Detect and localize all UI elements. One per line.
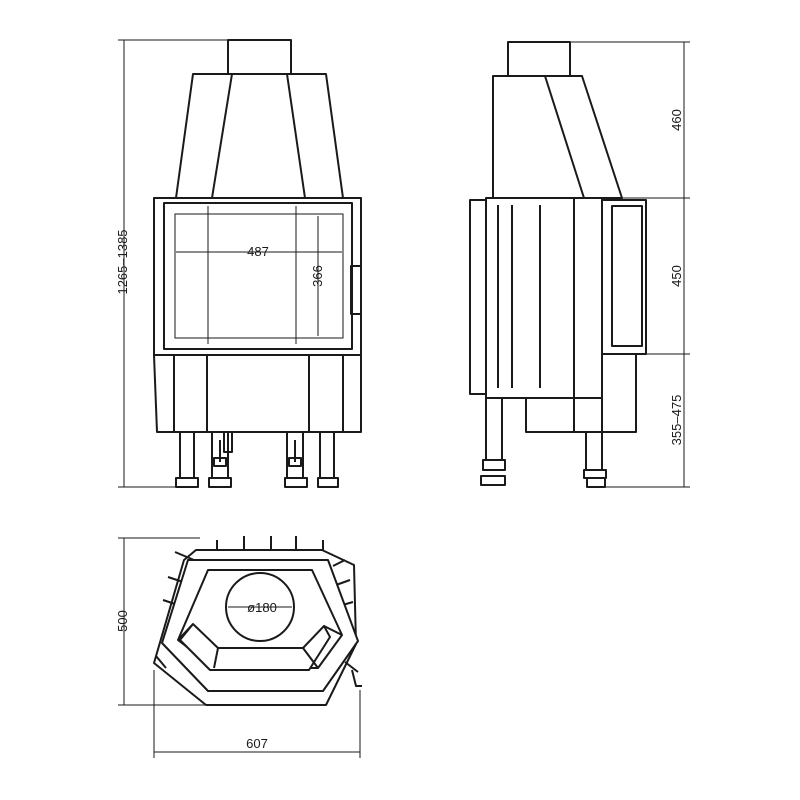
mounting-pins xyxy=(162,536,354,607)
front-view: 487 366 xyxy=(115,39,362,488)
total-height-dimension: 1265–1385 xyxy=(115,39,228,488)
depth-dimension: 500 xyxy=(115,537,206,706)
side-door xyxy=(601,199,647,355)
glass-width-label: 487 xyxy=(247,244,269,259)
base-height-label: 355–475 xyxy=(669,395,684,446)
side-hood xyxy=(492,75,623,199)
side-base xyxy=(480,354,637,488)
glass-height-label: 366 xyxy=(310,265,325,287)
top-view: ø180 500 607 xyxy=(115,536,362,758)
front-door: 487 366 xyxy=(153,197,362,356)
width-label: 607 xyxy=(246,736,268,751)
door-height-label: 450 xyxy=(669,265,684,287)
front-hood xyxy=(175,73,344,199)
total-height-label: 1265–1385 xyxy=(115,229,130,294)
front-legs xyxy=(175,431,339,488)
hood-height-label: 460 xyxy=(669,109,684,131)
side-body xyxy=(469,197,603,432)
width-dimension: 607 xyxy=(153,670,361,758)
front-base xyxy=(153,354,362,433)
side-view: 460 450 355–475 xyxy=(469,41,690,488)
depth-label: 500 xyxy=(115,610,130,632)
side-dimensions: 460 450 355–475 xyxy=(570,41,690,488)
flue-diameter-label: ø180 xyxy=(247,600,277,615)
door-handle xyxy=(350,265,362,315)
